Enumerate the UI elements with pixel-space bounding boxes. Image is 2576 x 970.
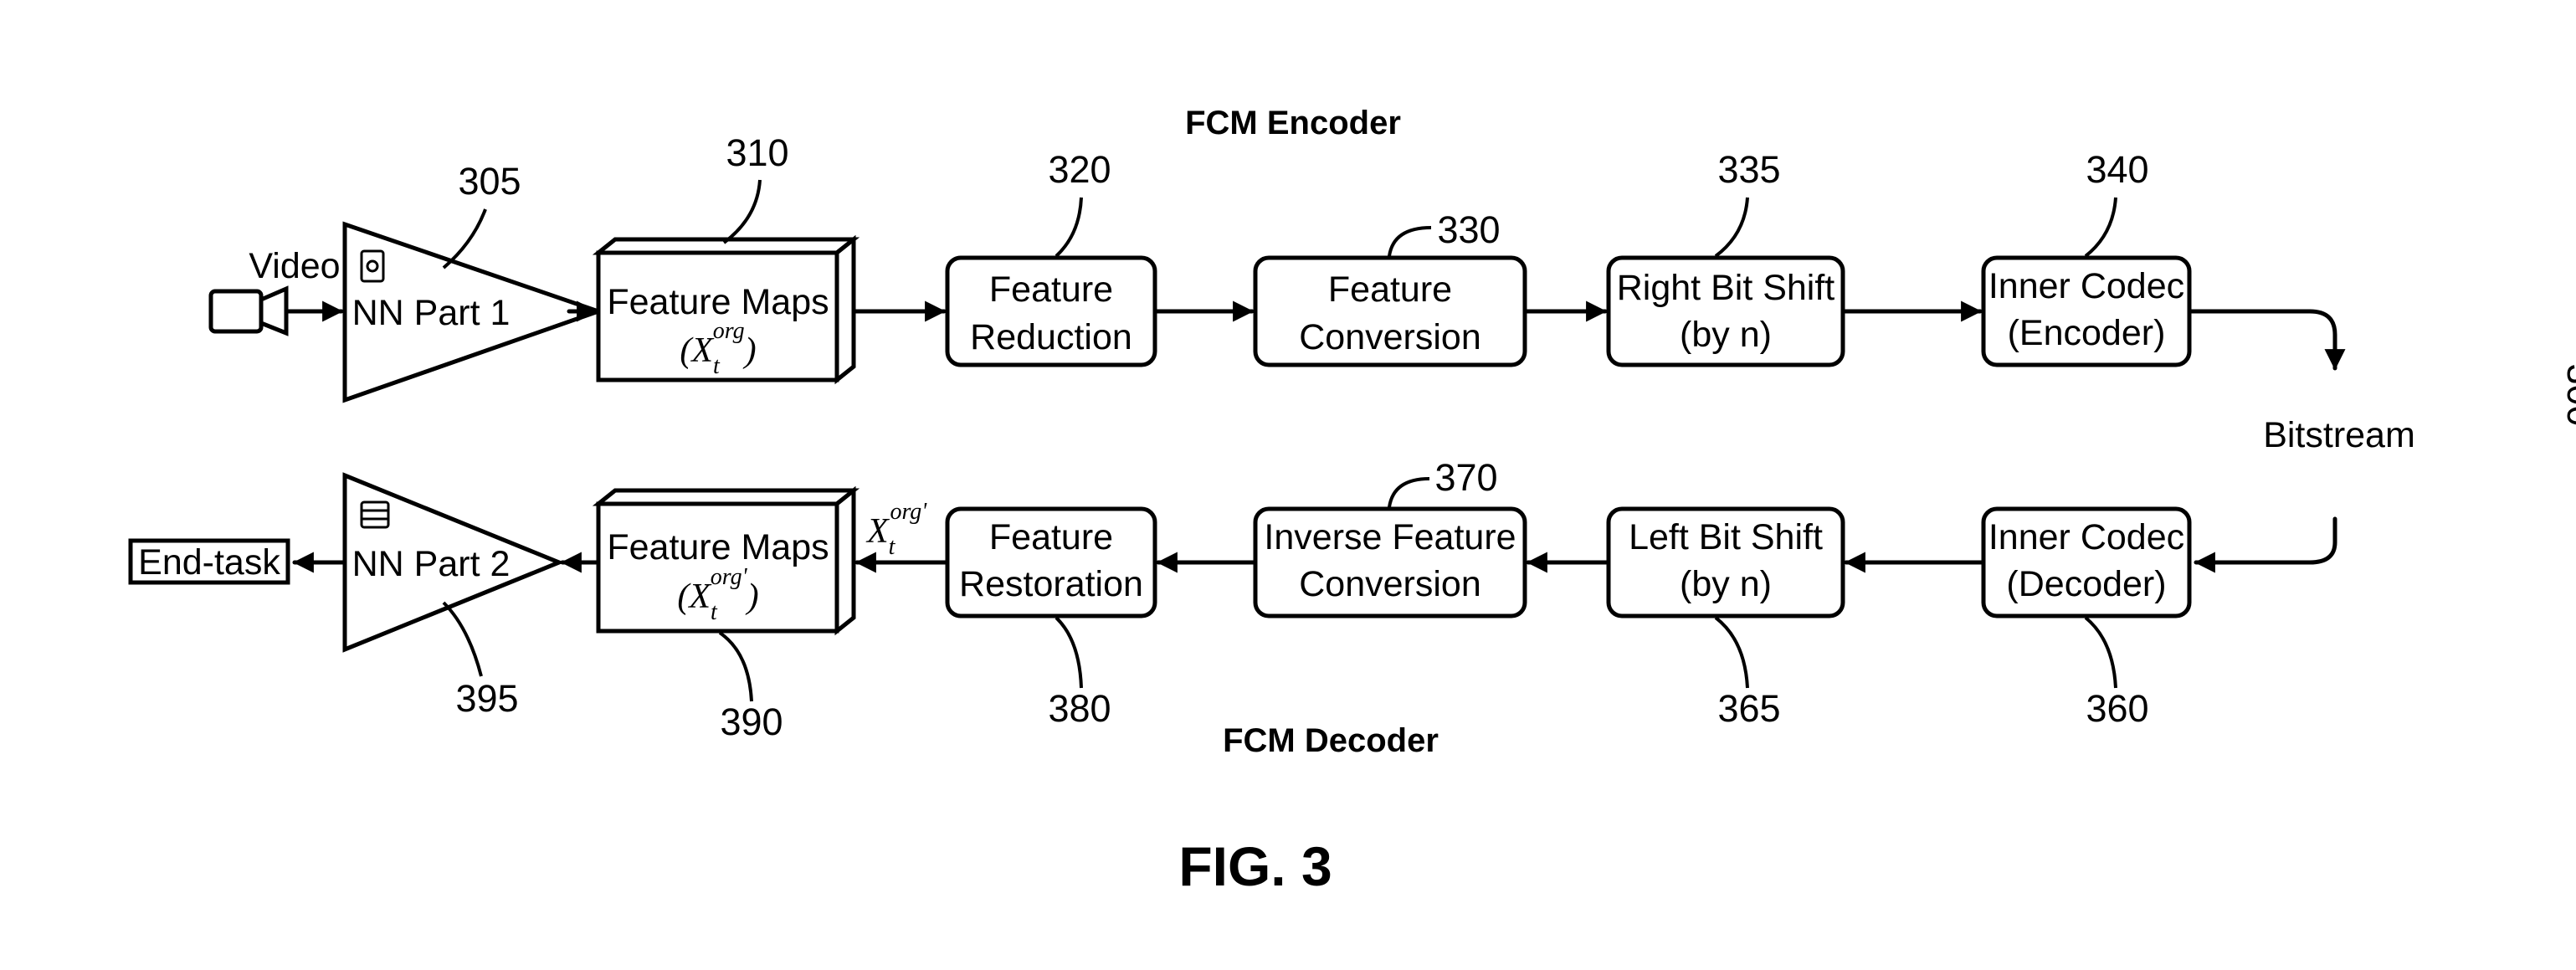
feature-restoration-line2: Restoration: [959, 564, 1143, 604]
inner-codec-decoder-line2: (Decoder): [2006, 564, 2166, 604]
phone-icon: [362, 251, 383, 281]
figure-side-mark: 300: [2559, 363, 2576, 426]
left-bit-shift-line1: Left Bit Shift: [1629, 517, 1823, 557]
inner-codec-encoder-line1: Inner Codec: [1988, 266, 2184, 306]
leader-340: [2086, 198, 2116, 256]
encoder-header: FCM Encoder: [1185, 105, 1401, 141]
feature-conversion-line2: Conversion: [1299, 317, 1481, 357]
feature-maps-label-encoder: Feature Maps: [607, 282, 829, 322]
ref-305: 305: [458, 160, 521, 203]
decoder-header: FCM Decoder: [1223, 722, 1439, 759]
feature-maps-label-decoder: Feature Maps: [607, 527, 829, 567]
right-bit-shift-line1: Right Bit Shift: [1617, 268, 1835, 308]
leader-360: [2086, 618, 2116, 688]
ref-310: 310: [726, 131, 788, 174]
ref-380: 380: [1048, 687, 1111, 730]
edge-math-label: Xtorg': [865, 499, 927, 560]
ref-390: 390: [720, 701, 783, 743]
end-task-label: End-task: [138, 542, 280, 583]
arrow-bitstream-to-decoder: [2196, 519, 2335, 562]
inverse-feature-conversion-line1: Inverse Feature: [1264, 517, 1516, 557]
ref-335: 335: [1717, 148, 1780, 191]
leader-330: [1389, 228, 1431, 256]
leader-310: [724, 180, 760, 243]
leader-380: [1056, 618, 1081, 688]
ref-330: 330: [1437, 208, 1500, 251]
feature-reduction-line1: Feature: [989, 269, 1113, 310]
leader-370: [1389, 479, 1429, 507]
nn-part-2-label: NN Part 2: [352, 544, 511, 584]
ref-340: 340: [2086, 148, 2148, 191]
leader-390: [720, 633, 752, 701]
ref-370: 370: [1434, 456, 1497, 499]
inner-codec-encoder-line2: (Encoder): [2008, 313, 2166, 353]
ref-365: 365: [1717, 687, 1780, 730]
video-camera-icon: [211, 289, 286, 333]
video-label: Video: [249, 246, 340, 286]
inverse-feature-conversion-line2: Conversion: [1299, 564, 1481, 604]
leader-395: [444, 603, 481, 676]
leader-320: [1056, 198, 1081, 256]
feature-restoration-line1: Feature: [989, 517, 1113, 557]
right-bit-shift-line2: (by n): [1680, 315, 1772, 355]
feature-reduction-line2: Reduction: [970, 317, 1132, 357]
ref-320: 320: [1048, 148, 1111, 191]
bitstream-label: Bitstream: [2263, 415, 2415, 455]
inner-codec-decoder-line1: Inner Codec: [1988, 517, 2184, 557]
ref-360: 360: [2086, 687, 2148, 730]
leader-335: [1716, 198, 1747, 256]
database-icon: [362, 502, 388, 527]
leader-365: [1716, 618, 1747, 688]
ref-395: 395: [455, 677, 518, 720]
nn-part-1-label: NN Part 1: [352, 293, 511, 333]
arrow-codec-to-bitstream: [2189, 311, 2335, 368]
figure-caption: FIG. 3: [1178, 835, 1332, 897]
left-bit-shift-line2: (by n): [1680, 564, 1772, 604]
feature-conversion-line1: Feature: [1328, 269, 1452, 310]
